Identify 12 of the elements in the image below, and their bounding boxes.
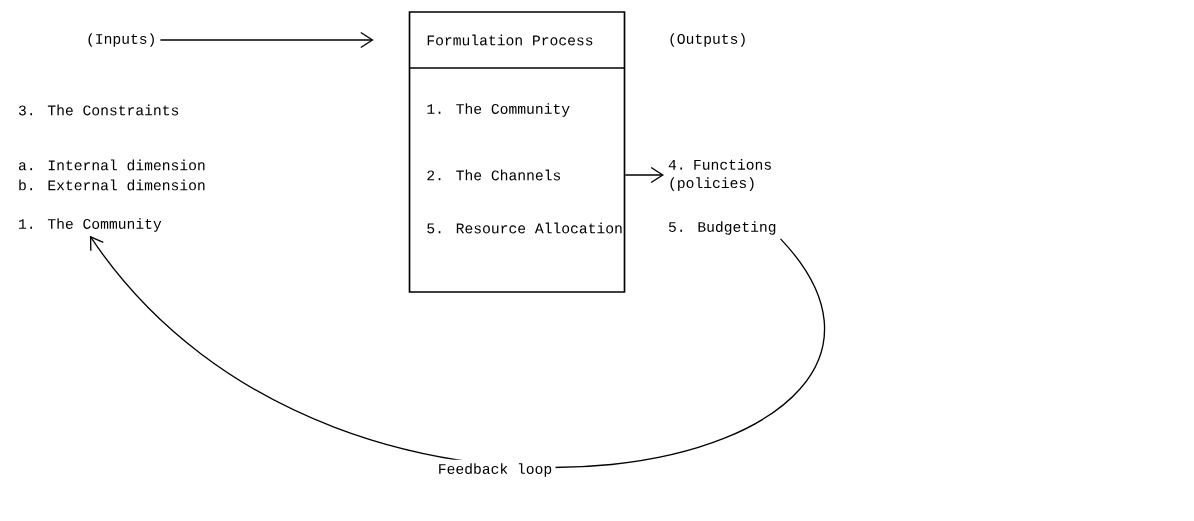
constraints-label: 3. The Constraints (18, 104, 179, 116)
output-label: 4. Functions (policies) (668, 159, 771, 191)
output-heading: (Outputs) (670, 33, 745, 47)
arrow (624, 166, 664, 184)
dimension-label: a. Internal dimension (18, 159, 205, 171)
process-box: Formulation Process 1. The Community 2. The Channels 5. Resource Allocation (408, 11, 626, 293)
community-label: 1. The Community (19, 218, 162, 232)
edge-label: Feedback loop (434, 459, 556, 481)
dimension-label: b. External dimension (19, 179, 205, 191)
arrow (159, 31, 374, 49)
input-label: (Inputs) (88, 33, 154, 47)
output-label: 5. Budgeting (668, 221, 776, 235)
